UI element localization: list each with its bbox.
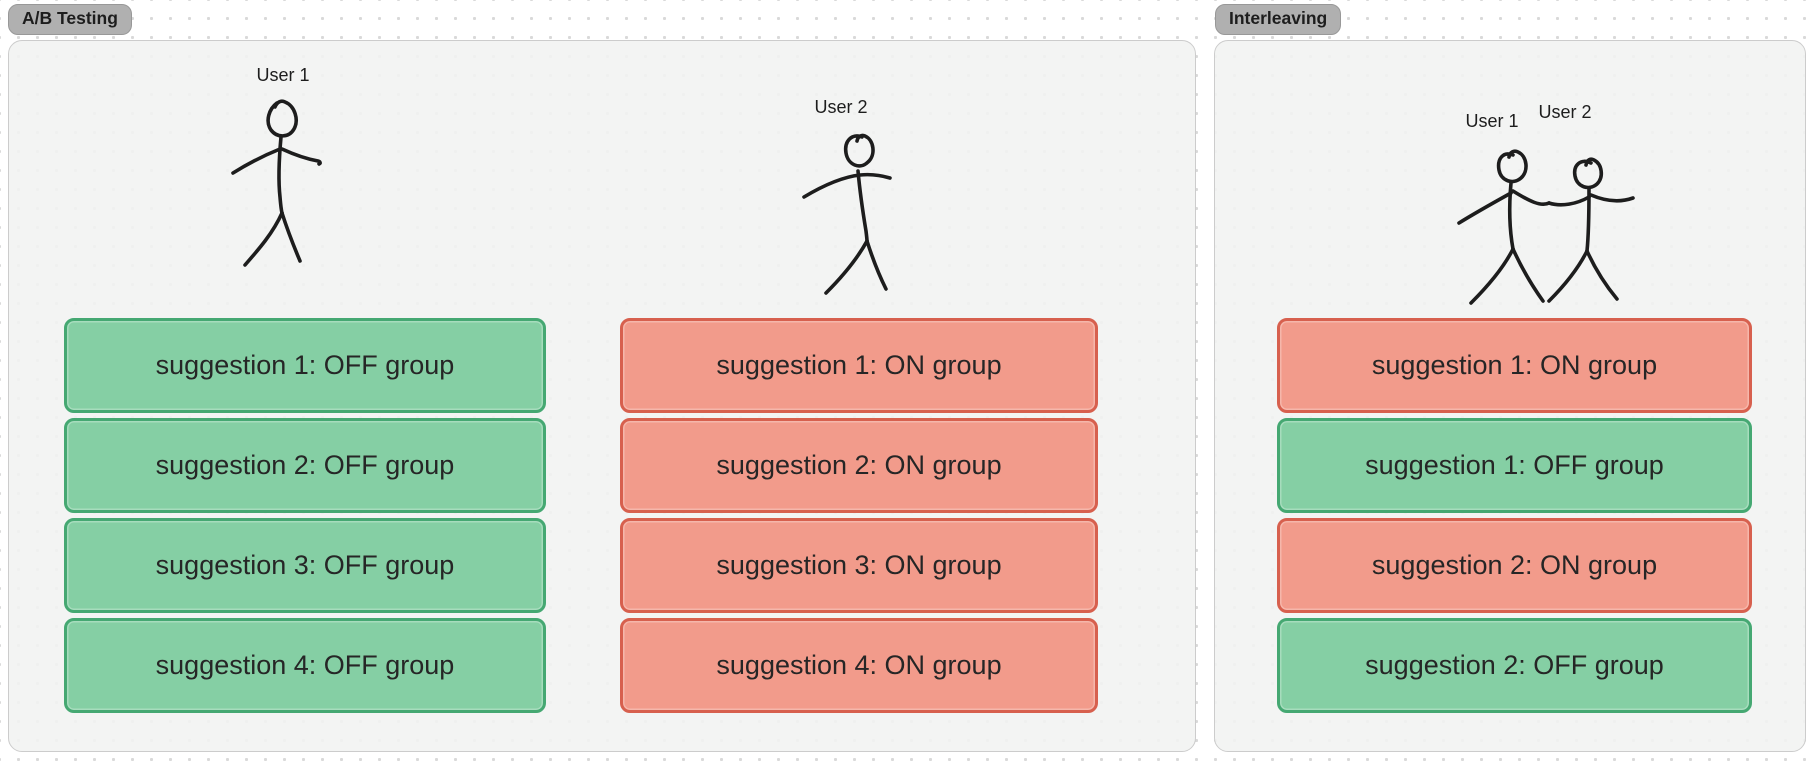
suggestion-box[interactable]: suggestion 2: ON group (620, 418, 1098, 513)
interleaving-frame: User 1 User 2 suggestion 1: ON group sug… (1214, 40, 1806, 752)
user2-label: User 2 (1538, 102, 1592, 122)
suggestion-box[interactable]: suggestion 1: OFF group (64, 318, 546, 413)
suggestion-box[interactable]: suggestion 1: OFF group (1277, 418, 1752, 513)
suggestion-box[interactable]: suggestion 2: OFF group (1277, 618, 1752, 713)
user2-suggestion-column: suggestion 1: ON group suggestion 2: ON … (620, 318, 1098, 718)
suggestion-box[interactable]: suggestion 2: OFF group (64, 418, 546, 513)
user2-stick-figure-icon (802, 133, 892, 295)
ab-testing-frame: User 1 User 2 suggestion 1: OFF group su… (8, 40, 1196, 752)
suggestion-box[interactable]: suggestion 1: ON group (1277, 318, 1752, 413)
suggestion-box[interactable]: suggestion 4: OFF group (64, 618, 546, 713)
ab-testing-badge[interactable]: A/B Testing (8, 4, 132, 35)
suggestion-box[interactable]: suggestion 1: ON group (620, 318, 1098, 413)
user1-suggestion-column: suggestion 1: OFF group suggestion 2: OF… (64, 318, 546, 718)
interleaved-suggestion-column: suggestion 1: ON group suggestion 1: OFF… (1277, 318, 1752, 718)
suggestion-box[interactable]: suggestion 3: ON group (620, 518, 1098, 613)
suggestion-box[interactable]: suggestion 3: OFF group (64, 518, 546, 613)
suggestion-box[interactable]: suggestion 2: ON group (1277, 518, 1752, 613)
interleaving-badge[interactable]: Interleaving (1215, 4, 1342, 35)
user1-stick-figure-icon (231, 99, 322, 267)
user1-label: User 1 (1465, 111, 1519, 131)
user1-label: User 1 (256, 65, 310, 85)
suggestion-box[interactable]: suggestion 4: ON group (620, 618, 1098, 713)
user2-label: User 2 (814, 97, 868, 117)
user-pair-stick-figures-icon (1457, 149, 1635, 305)
